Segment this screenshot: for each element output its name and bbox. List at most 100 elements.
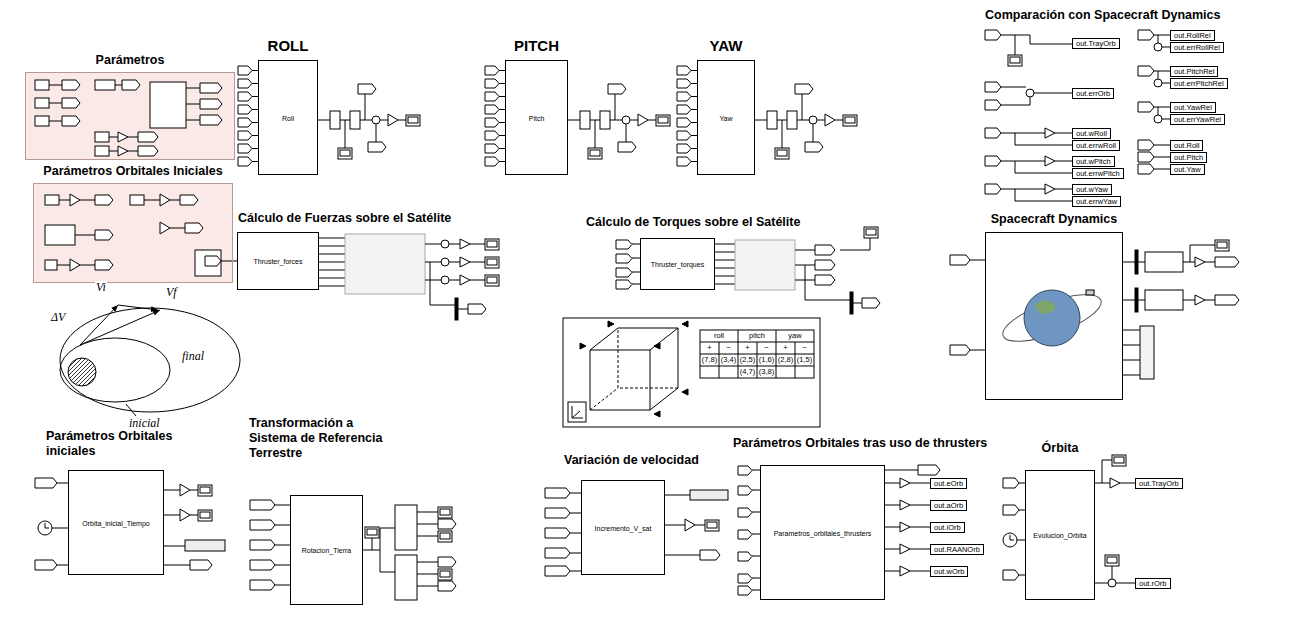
subsystem-block: ÓrbitaEvolucion_Orbita <box>1025 470 1095 600</box>
wire <box>1055 189 1072 190</box>
table-cell: (7,8) <box>700 354 719 366</box>
wire <box>1030 35 1031 44</box>
wire <box>319 254 345 255</box>
axis-icon <box>568 402 586 422</box>
scope-screen <box>1114 457 1124 463</box>
workspace-output: out.YawRel <box>1170 102 1216 113</box>
scope-screen <box>845 117 855 123</box>
goto-tag <box>250 520 275 530</box>
constant <box>45 195 59 205</box>
wire <box>449 280 460 281</box>
wire <box>910 505 930 506</box>
wire <box>885 549 900 550</box>
goto-tag <box>95 230 113 240</box>
wire <box>164 515 180 516</box>
wire <box>1010 535 1011 540</box>
integrator <box>600 111 610 129</box>
goto-tag <box>545 528 570 538</box>
workspace-output: out.errRollRel <box>1170 42 1224 53</box>
scope-screen <box>1107 557 1117 563</box>
wire <box>1120 483 1135 484</box>
goto-tag <box>485 118 499 127</box>
goto-tag <box>238 79 252 88</box>
velocity-vector <box>80 305 118 345</box>
wire <box>1015 133 1016 145</box>
wire <box>1015 189 1016 201</box>
wire <box>80 200 95 201</box>
goto-tag <box>618 142 636 152</box>
workspace-output: out.RollRel <box>1170 30 1215 41</box>
goto-tag <box>738 552 752 561</box>
scope-screen <box>408 117 418 123</box>
thruster-symbol <box>682 389 688 395</box>
scope <box>775 148 789 159</box>
wire <box>752 470 760 471</box>
section-title: Spacecraft Dynamics <box>991 212 1117 227</box>
wire <box>665 495 690 496</box>
wire <box>805 300 850 301</box>
wire <box>190 515 198 516</box>
scope <box>588 148 602 159</box>
wire <box>430 305 455 306</box>
goto-tag <box>1003 570 1019 580</box>
table-cell: (1,5) <box>795 354 814 366</box>
scope <box>406 115 420 126</box>
goto-tag <box>1138 102 1154 112</box>
goto-tag <box>250 500 275 510</box>
goto-tag <box>62 116 80 126</box>
wire <box>632 258 640 259</box>
integrator <box>787 111 797 129</box>
figure-label: Vi <box>95 281 107 294</box>
wire <box>1001 133 1045 134</box>
goto-tag <box>190 560 212 570</box>
goto-tag <box>468 304 486 314</box>
wire <box>164 565 190 566</box>
scope <box>1112 455 1126 466</box>
wire <box>417 586 438 587</box>
wire <box>275 505 290 506</box>
subsystem <box>1145 252 1183 272</box>
scope <box>438 531 452 542</box>
table-cell: (2,5) <box>738 354 757 366</box>
wire <box>57 565 68 566</box>
workspace-output: out.errYawRel <box>1170 114 1225 125</box>
display <box>690 490 728 500</box>
sum-junction <box>1154 79 1162 87</box>
wire <box>1190 245 1191 262</box>
gain-triangle <box>118 132 128 142</box>
block <box>45 225 75 245</box>
figure-label: ΔV <box>50 311 66 324</box>
gain-triangle <box>180 484 190 496</box>
gain-triangle <box>1110 478 1120 488</box>
goto-tag <box>918 465 940 475</box>
workspace-output: out.wRoll <box>1072 128 1111 139</box>
goto-tag <box>35 560 57 570</box>
goto-tag <box>677 105 691 114</box>
scope <box>705 520 719 531</box>
goto-tag <box>616 240 632 249</box>
wire <box>885 483 900 484</box>
gain-triangle <box>1195 257 1205 267</box>
workspace-output: out.wPitch <box>1072 156 1115 167</box>
wire <box>1123 345 1140 346</box>
wire <box>170 228 185 229</box>
workspace-output: out.iOrb <box>930 522 965 533</box>
wire <box>449 262 460 263</box>
goto-tag <box>485 79 499 88</box>
goto-tag <box>238 66 252 75</box>
wire <box>1001 161 1045 162</box>
bus-bar <box>455 298 458 320</box>
wire <box>817 120 825 121</box>
wire <box>802 94 803 120</box>
wire <box>1190 245 1215 246</box>
gain-triangle <box>180 509 190 521</box>
wire <box>458 309 468 310</box>
sum-junction <box>809 116 817 124</box>
gain-triangle <box>160 194 170 206</box>
wire <box>885 470 918 471</box>
section-title: Órbita <box>1042 441 1079 456</box>
goto-tag <box>95 260 113 270</box>
goto-tag <box>368 142 386 152</box>
goto-tag <box>677 79 691 88</box>
wire <box>52 528 68 529</box>
